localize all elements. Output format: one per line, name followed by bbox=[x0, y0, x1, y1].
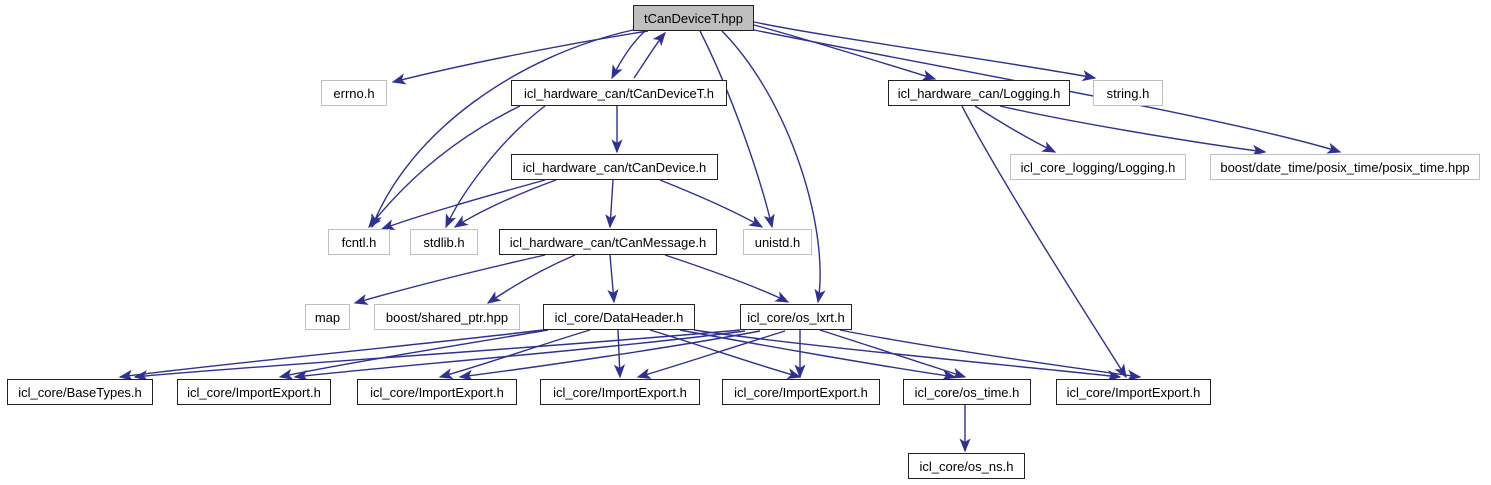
dependency-edge bbox=[649, 329, 802, 380]
graph-node-stdlib-h[interactable]: stdlib.h bbox=[410, 229, 478, 255]
graph-node-label: unistd.h bbox=[754, 234, 801, 250]
dependency-edge bbox=[133, 329, 741, 382]
dependency-edge bbox=[664, 254, 790, 303]
graph-node-label: icl_core/os_time.h bbox=[914, 384, 1020, 400]
dependency-edge bbox=[293, 330, 746, 382]
dependency-edge bbox=[613, 329, 626, 379]
graph-node-importexport-h-4[interactable]: icl_core/ImportExport.h bbox=[722, 379, 880, 405]
graph-node-importexport-h-1[interactable]: icl_core/ImportExport.h bbox=[177, 379, 331, 405]
dependency-edge bbox=[819, 329, 967, 379]
dependency-edge bbox=[753, 24, 937, 81]
graph-node-label: stdlib.h bbox=[423, 234, 465, 250]
graph-node-fcntl-h[interactable]: fcntl.h bbox=[328, 229, 390, 255]
graph-node-unistd-h[interactable]: unistd.h bbox=[743, 229, 812, 255]
graph-node-label: map bbox=[314, 309, 341, 325]
dependency-edge bbox=[458, 330, 761, 381]
graph-node-label: errno.h bbox=[333, 85, 375, 101]
graph-node-label: boost/date_time/posix_time/posix_time.hp… bbox=[1220, 159, 1470, 175]
graph-node-label: icl_core_logging/Logging.h bbox=[1020, 159, 1176, 175]
dependency-edge bbox=[721, 30, 826, 304]
graph-node-tcandevicet-hpp: tCanDeviceT.hpp bbox=[633, 5, 754, 31]
dependency-edge bbox=[118, 329, 544, 381]
graph-node-os-ns-h[interactable]: icl_core/os_ns.h bbox=[908, 453, 1025, 479]
graph-node-label: tCanDeviceT.hpp bbox=[644, 10, 743, 26]
graph-node-label: icl_hardware_can/tCanDevice.h bbox=[522, 159, 707, 175]
dependency-edge bbox=[607, 254, 619, 304]
graph-node-label: icl_core/os_ns.h bbox=[919, 458, 1014, 474]
dependency-edge bbox=[961, 105, 1127, 379]
graph-node-label: fcntl.h bbox=[341, 234, 377, 250]
graph-node-tcandevicet-h[interactable]: icl_hardware_can/tCanDeviceT.h bbox=[511, 80, 727, 106]
graph-node-string-h[interactable]: string.h bbox=[1093, 80, 1163, 106]
graph-node-logging-h[interactable]: icl_hardware_can/Logging.h bbox=[888, 80, 1070, 106]
graph-node-label: icl_hardware_can/tCanDeviceT.h bbox=[523, 85, 715, 101]
graph-node-shared-ptr-hpp[interactable]: boost/shared_ptr.hpp bbox=[374, 304, 520, 330]
dependency-edge bbox=[438, 329, 591, 380]
dependency-edge bbox=[611, 30, 646, 80]
dependency-edge bbox=[633, 31, 666, 79]
graph-node-label: icl_core/ImportExport.h bbox=[370, 384, 504, 400]
graph-node-importexport-h-2[interactable]: icl_core/ImportExport.h bbox=[357, 379, 517, 405]
graph-node-label: icl_core/os_lxrt.h bbox=[747, 309, 845, 325]
dependency-edge bbox=[699, 30, 775, 229]
dependency-edge bbox=[999, 105, 1267, 156]
graph-node-os-time-h[interactable]: icl_core/os_time.h bbox=[903, 379, 1031, 405]
dependency-edge bbox=[753, 21, 1097, 82]
dependency-edge bbox=[839, 329, 1142, 381]
graph-node-posix-time-hpp[interactable]: boost/date_time/posix_time/posix_time.hp… bbox=[1210, 154, 1480, 180]
dependency-edge bbox=[693, 329, 1122, 382]
dependency-edge bbox=[353, 254, 546, 305]
graph-node-dataheader-h[interactable]: icl_core/DataHeader.h bbox=[543, 304, 695, 330]
graph-node-label: icl_hardware_can/tCanMessage.h bbox=[509, 234, 707, 250]
dependency-edge bbox=[974, 105, 1057, 153]
graph-node-importexport-h-3[interactable]: icl_core/ImportExport.h bbox=[540, 379, 700, 405]
graph-node-tcanmessage-h[interactable]: icl_hardware_can/tCanMessage.h bbox=[499, 229, 717, 255]
graph-node-label: boost/shared_ptr.hpp bbox=[385, 309, 509, 325]
graph-node-os-lxrt-h[interactable]: icl_core/os_lxrt.h bbox=[740, 304, 852, 330]
graph-node-label: icl_core/ImportExport.h bbox=[1066, 384, 1201, 400]
graph-node-label: icl_core/ImportExport.h bbox=[187, 384, 321, 400]
graph-node-map-h[interactable]: map bbox=[305, 304, 350, 330]
graph-node-label: icl_core/ImportExport.h bbox=[734, 384, 868, 400]
dependency-edge bbox=[486, 254, 576, 304]
graph-node-label: icl_core/DataHeader.h bbox=[554, 309, 684, 325]
graph-node-label: icl_hardware_can/Logging.h bbox=[897, 85, 1061, 101]
graph-node-label: string.h bbox=[1106, 85, 1150, 101]
dependency-edge bbox=[445, 105, 546, 229]
dependency-edge bbox=[391, 30, 649, 85]
dependency-edge bbox=[368, 105, 521, 229]
dependency-edge bbox=[636, 330, 786, 379]
graph-node-basetypes-h[interactable]: icl_core/BaseTypes.h bbox=[7, 379, 153, 405]
dependency-edge bbox=[659, 179, 764, 228]
graph-node-importexport-h-5[interactable]: icl_core/ImportExport.h bbox=[1056, 379, 1211, 405]
dependency-edge bbox=[679, 329, 957, 381]
graph-node-tcandevice-h[interactable]: icl_hardware_can/tCanDevice.h bbox=[511, 154, 718, 180]
dependency-edge bbox=[605, 179, 617, 229]
graph-node-label: icl_core/ImportExport.h bbox=[553, 384, 687, 400]
graph-node-icl-core-logging-h[interactable]: icl_core_logging/Logging.h bbox=[1010, 154, 1186, 180]
graph-node-errno-h[interactable]: errno.h bbox=[321, 80, 387, 106]
dependency-edge bbox=[371, 29, 634, 229]
dependency-edge bbox=[453, 179, 557, 228]
graph-node-label: icl_core/BaseTypes.h bbox=[18, 384, 142, 400]
dependency-edge bbox=[380, 179, 546, 230]
